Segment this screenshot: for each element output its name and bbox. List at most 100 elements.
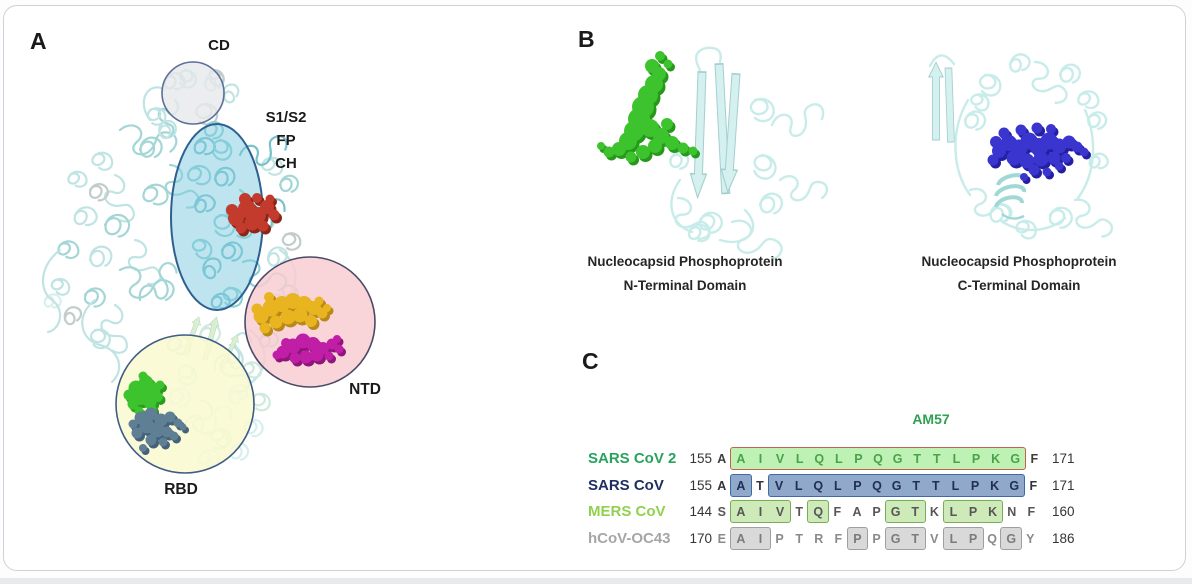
residue: T	[756, 478, 764, 493]
residue: F	[1030, 451, 1039, 466]
residue: T	[795, 504, 803, 519]
np-ntd-caption-line1: Nucleocapsid Phosphoprotein	[587, 254, 783, 269]
np-ntd-caption-line2: N-Terminal Domain	[623, 278, 747, 293]
ntd-label: NTD	[349, 381, 381, 398]
residue: A	[852, 504, 862, 519]
residue: G	[1006, 531, 1017, 546]
residue: P	[854, 451, 863, 466]
residue: S	[717, 504, 726, 519]
residue: V	[930, 531, 939, 546]
residue: K	[990, 478, 1000, 493]
residue: T	[911, 531, 920, 546]
residue: F	[1027, 504, 1036, 519]
residue: T	[912, 478, 921, 493]
residue: G	[891, 478, 902, 493]
residue: V	[775, 504, 785, 519]
residue: A	[736, 451, 746, 466]
residue: K	[929, 504, 939, 519]
np-ctd-caption-line1: Nucleocapsid Phosphoprotein	[921, 254, 1117, 269]
residue: A	[736, 504, 746, 519]
residue: L	[952, 451, 961, 466]
residue: I	[758, 451, 763, 466]
residue: A	[736, 531, 746, 546]
highlight-box: Q	[807, 500, 830, 523]
residue: R	[814, 531, 824, 546]
alignment-end-number: 186	[1052, 531, 1075, 546]
alignment-start-number: 170	[689, 531, 712, 546]
residue: F	[1029, 478, 1038, 493]
residue-run: A	[847, 501, 867, 522]
alignment-start-number: 155	[689, 478, 712, 493]
residue: L	[835, 451, 843, 466]
highlight-box: G	[1000, 527, 1022, 550]
alignment-row-label: SARS CoV	[588, 477, 664, 494]
residue: E	[717, 531, 726, 546]
residue: L	[949, 531, 958, 546]
residue: P	[968, 531, 978, 546]
residue-run: F	[1022, 501, 1042, 522]
residue: P	[968, 504, 978, 519]
ntd-structure-ribbon	[597, 46, 830, 266]
residue-run: R	[809, 528, 829, 549]
epitope-green-np-ntd	[597, 51, 700, 166]
fp-label: FP	[276, 132, 296, 149]
highlight-box: A	[730, 474, 752, 497]
cd-label: CD	[208, 37, 230, 54]
residue-run: F	[1024, 475, 1044, 496]
residue: P	[970, 478, 980, 493]
residue-run: Y	[1021, 528, 1041, 549]
residue-run: N	[1002, 501, 1022, 522]
residue: Q	[872, 478, 882, 493]
residue: P	[853, 531, 862, 546]
residue: F	[834, 531, 843, 546]
residue-run: Q	[982, 528, 1002, 549]
residue: Q	[813, 504, 824, 519]
residue: L	[794, 478, 803, 493]
residue: F	[833, 504, 842, 519]
s2-labels: S1/S2 FP CH	[256, 106, 316, 175]
residue: P	[775, 531, 784, 546]
cd-region-circle	[161, 61, 225, 125]
residue: G	[1009, 478, 1020, 493]
residue-run: P	[867, 528, 887, 549]
np-ctd-caption: Nucleocapsid Phosphoprotein C-Terminal D…	[869, 250, 1169, 298]
alignment-start-number: 144	[689, 504, 712, 519]
residue: T	[933, 451, 941, 466]
s1s2-label: S1/S2	[265, 109, 307, 126]
residue: T	[913, 451, 922, 466]
residue: A	[717, 478, 727, 493]
highlight-box: P	[846, 527, 869, 550]
ctd-structure-ribbon	[928, 50, 1119, 243]
residue: V	[775, 451, 785, 466]
panel-a-label: A	[30, 28, 47, 54]
residue: P	[872, 504, 881, 519]
np-ntd-caption: Nucleocapsid Phosphoprotein N-Terminal D…	[535, 250, 835, 298]
alignment-row-label: hCoV-OC43	[588, 530, 671, 547]
residue: Q	[987, 531, 997, 546]
residue: I	[758, 504, 763, 519]
residue-run: A	[712, 475, 732, 496]
residue-run: P	[867, 501, 887, 522]
residue-run: E	[712, 528, 732, 549]
residue: K	[991, 451, 1001, 466]
residue: L	[951, 478, 960, 493]
alignment-end-number: 171	[1052, 451, 1075, 466]
residue: G	[890, 531, 901, 546]
page-bottom-strip	[0, 578, 1192, 584]
residue-run: T	[789, 528, 809, 549]
alignment-end-number: 160	[1052, 504, 1075, 519]
residue: T	[795, 531, 803, 546]
residue: G	[890, 504, 901, 519]
residue-run: F	[828, 501, 848, 522]
